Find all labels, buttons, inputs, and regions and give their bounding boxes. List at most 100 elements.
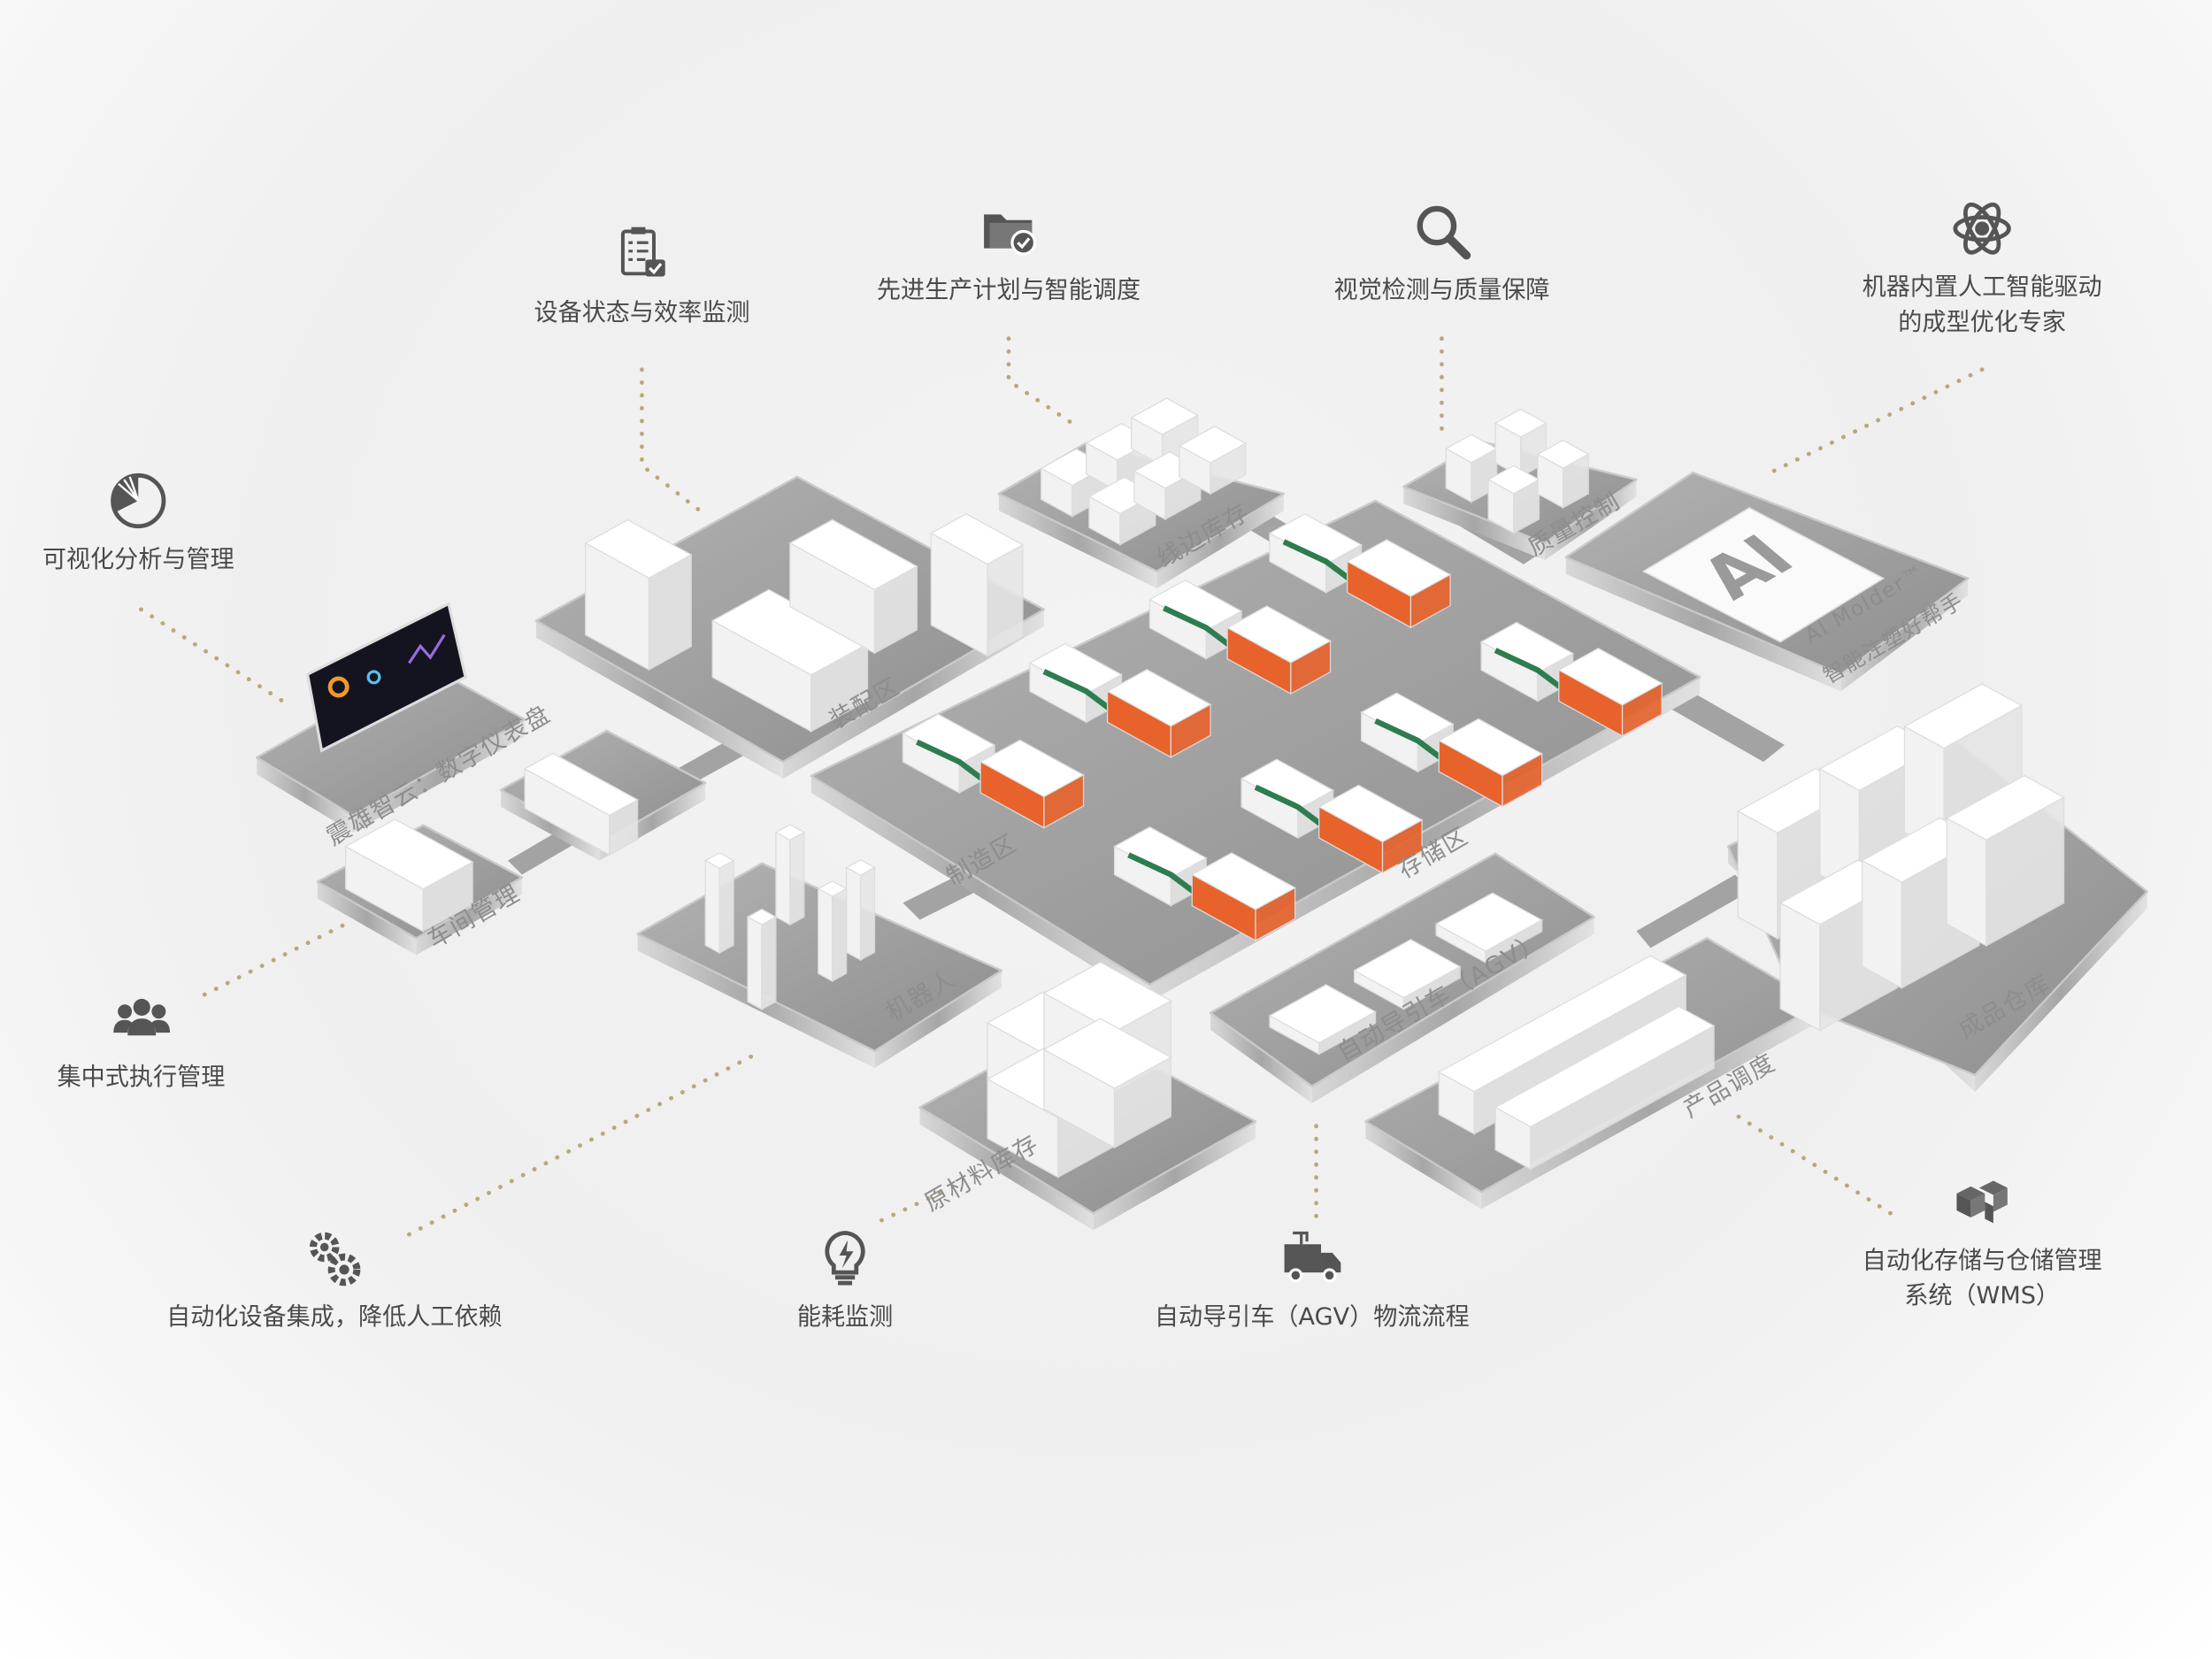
truck-icon bbox=[1283, 1231, 1340, 1283]
atom-icon bbox=[1953, 202, 2011, 255]
workshop-building-front bbox=[422, 861, 473, 933]
callout-label: 设备状态与效率监测 bbox=[534, 299, 750, 327]
callout-agv: 自动导引车（AGV）物流流程 bbox=[1155, 1227, 1470, 1336]
warehouse-shelf-front bbox=[1985, 795, 2065, 947]
injection-molding-machine-front bbox=[1255, 887, 1296, 942]
callout-energy: 能耗监测 bbox=[797, 1227, 893, 1336]
conveyor-belt bbox=[1374, 718, 1448, 764]
injection-molding-machine-front bbox=[1621, 682, 1663, 737]
magnifier-icon bbox=[1416, 205, 1471, 260]
dotted-leader-line bbox=[139, 607, 292, 708]
dashboard-tablet bbox=[305, 602, 467, 753]
assembly-cabinet-front bbox=[648, 553, 692, 672]
robot-arm-front bbox=[832, 887, 848, 982]
platform-agv-edge bbox=[1210, 1012, 1312, 1103]
users-group-icon bbox=[112, 998, 170, 1036]
assembly-cabinet-front bbox=[987, 543, 1024, 657]
dashboard-gauge bbox=[366, 670, 381, 685]
platform-ai-edge bbox=[1840, 578, 1969, 692]
platform-ai-edge bbox=[1565, 557, 1841, 692]
callout-label: 集中式执行管理 bbox=[57, 1064, 226, 1093]
callout-label-line1: 自动化存储与仓储管理 bbox=[1862, 1247, 2102, 1276]
bin-front bbox=[1210, 442, 1247, 495]
platform-quality-edge bbox=[1403, 487, 1545, 560]
boxes-icon bbox=[1956, 1180, 2008, 1224]
checklist-icon bbox=[620, 227, 664, 277]
callout-label: 自动导引车（AGV）物流流程 bbox=[1154, 1303, 1470, 1333]
callout-label: 自动化设备集成，降低人工依赖 bbox=[166, 1303, 503, 1333]
connector-walkway bbox=[1664, 688, 1785, 762]
injection-molding-machine-front bbox=[1170, 703, 1211, 758]
robot-arm-front bbox=[789, 831, 805, 926]
warehouse-shelf-side bbox=[1946, 817, 1987, 947]
platform-dispatch-edge bbox=[1365, 1121, 1482, 1210]
connector-walkway bbox=[1636, 874, 1750, 949]
callout-label: 能耗监测 bbox=[796, 1303, 894, 1333]
dotted-leader-line bbox=[879, 1189, 945, 1223]
robot-arm-front bbox=[718, 859, 734, 955]
dotted-leader-line bbox=[1732, 1112, 1893, 1216]
ai-tile bbox=[1641, 507, 1886, 643]
platform-agv-edge bbox=[1311, 917, 1594, 1103]
platform-workshop-edge bbox=[416, 877, 522, 956]
callout-equipment-status: 设备状态与效率监测 bbox=[534, 223, 749, 332]
robot-arm-side bbox=[775, 831, 791, 926]
hub-walls-front bbox=[609, 798, 639, 856]
conveyor-belt bbox=[1042, 669, 1117, 715]
injection-molding-machine-front bbox=[1381, 818, 1423, 874]
dotted-leader-line bbox=[1768, 367, 1985, 475]
platform-line_inventory-edge bbox=[1156, 494, 1284, 588]
callout-wms: 自动化存储与仓储管理 系统（WMS） bbox=[1863, 1171, 2102, 1315]
conveyor-belt bbox=[1282, 539, 1356, 586]
assembly-station-front bbox=[873, 565, 918, 655]
warehouse-shelf-side bbox=[1779, 902, 1821, 1032]
conveyor-belt bbox=[1163, 605, 1237, 651]
callout-planning: 先进生产计划与智能调度 bbox=[877, 200, 1141, 309]
callout-label: 视觉检测与质量保障 bbox=[1333, 276, 1550, 305]
platform-quality-edge bbox=[1544, 480, 1637, 560]
robot-arm-side bbox=[818, 887, 833, 982]
agv-vehicle-front bbox=[1402, 965, 1461, 1010]
callout-visual-analysis: 可视化分析与管理 bbox=[42, 470, 234, 579]
platform-warehouse-edge bbox=[1975, 891, 2147, 1093]
callout-vision: 视觉检测与质量保障 bbox=[1333, 200, 1550, 309]
quality-rack-front bbox=[1513, 479, 1540, 534]
dotted-leader-line bbox=[406, 1048, 764, 1237]
conveyor-belt bbox=[916, 739, 989, 786]
conveyor-belt bbox=[1494, 648, 1568, 694]
agv-vehicle-front bbox=[1485, 918, 1543, 964]
platform-dispatch-edge bbox=[1481, 1004, 1820, 1210]
platform-dashboard-edge bbox=[352, 719, 526, 833]
gears-icon bbox=[309, 1232, 361, 1286]
robot-arm-side bbox=[846, 866, 862, 962]
callout-automation: 自动化设备集成，降低人工依赖 bbox=[166, 1227, 503, 1336]
conveyor-belt bbox=[1127, 852, 1202, 898]
truck-trailer-front bbox=[1530, 1025, 1715, 1171]
platform-dashboard-edge bbox=[257, 757, 353, 833]
assembly-station-front bbox=[810, 642, 869, 733]
injection-molding-machine-front bbox=[1502, 752, 1543, 808]
platform-raw-edge bbox=[1093, 1121, 1256, 1231]
dotted-leader-line bbox=[1006, 336, 1075, 426]
warehouse-shelf-side bbox=[1737, 810, 1778, 940]
raw-material-shelf-front bbox=[1113, 1056, 1171, 1149]
injection-molding-machine-front bbox=[1043, 773, 1085, 829]
folder-check-icon bbox=[983, 214, 1036, 256]
robot-arm-side bbox=[704, 859, 720, 955]
robot-arm-front bbox=[761, 916, 777, 1010]
platform-raw-edge bbox=[919, 1107, 1094, 1231]
callout-ai-expert: 机器内置人工智能驱动 的成型优化专家 bbox=[1863, 197, 2102, 342]
platform-workshop-edge bbox=[317, 881, 417, 956]
pie-chart-icon bbox=[111, 472, 166, 529]
callout-label: 可视化分析与管理 bbox=[42, 546, 234, 574]
dashboard-donut bbox=[327, 676, 349, 698]
platform-manufacturing-edge bbox=[810, 775, 1150, 1002]
callout-mes: 集中式执行管理 bbox=[57, 987, 226, 1096]
lightbulb-bolt-icon bbox=[825, 1231, 865, 1286]
agv-vehicle-front bbox=[1318, 1010, 1377, 1056]
callout-label-line2: 系统（WMS） bbox=[1904, 1282, 2061, 1311]
dotted-leader-line bbox=[640, 367, 708, 518]
platform-line_inventory-edge bbox=[998, 494, 1157, 588]
